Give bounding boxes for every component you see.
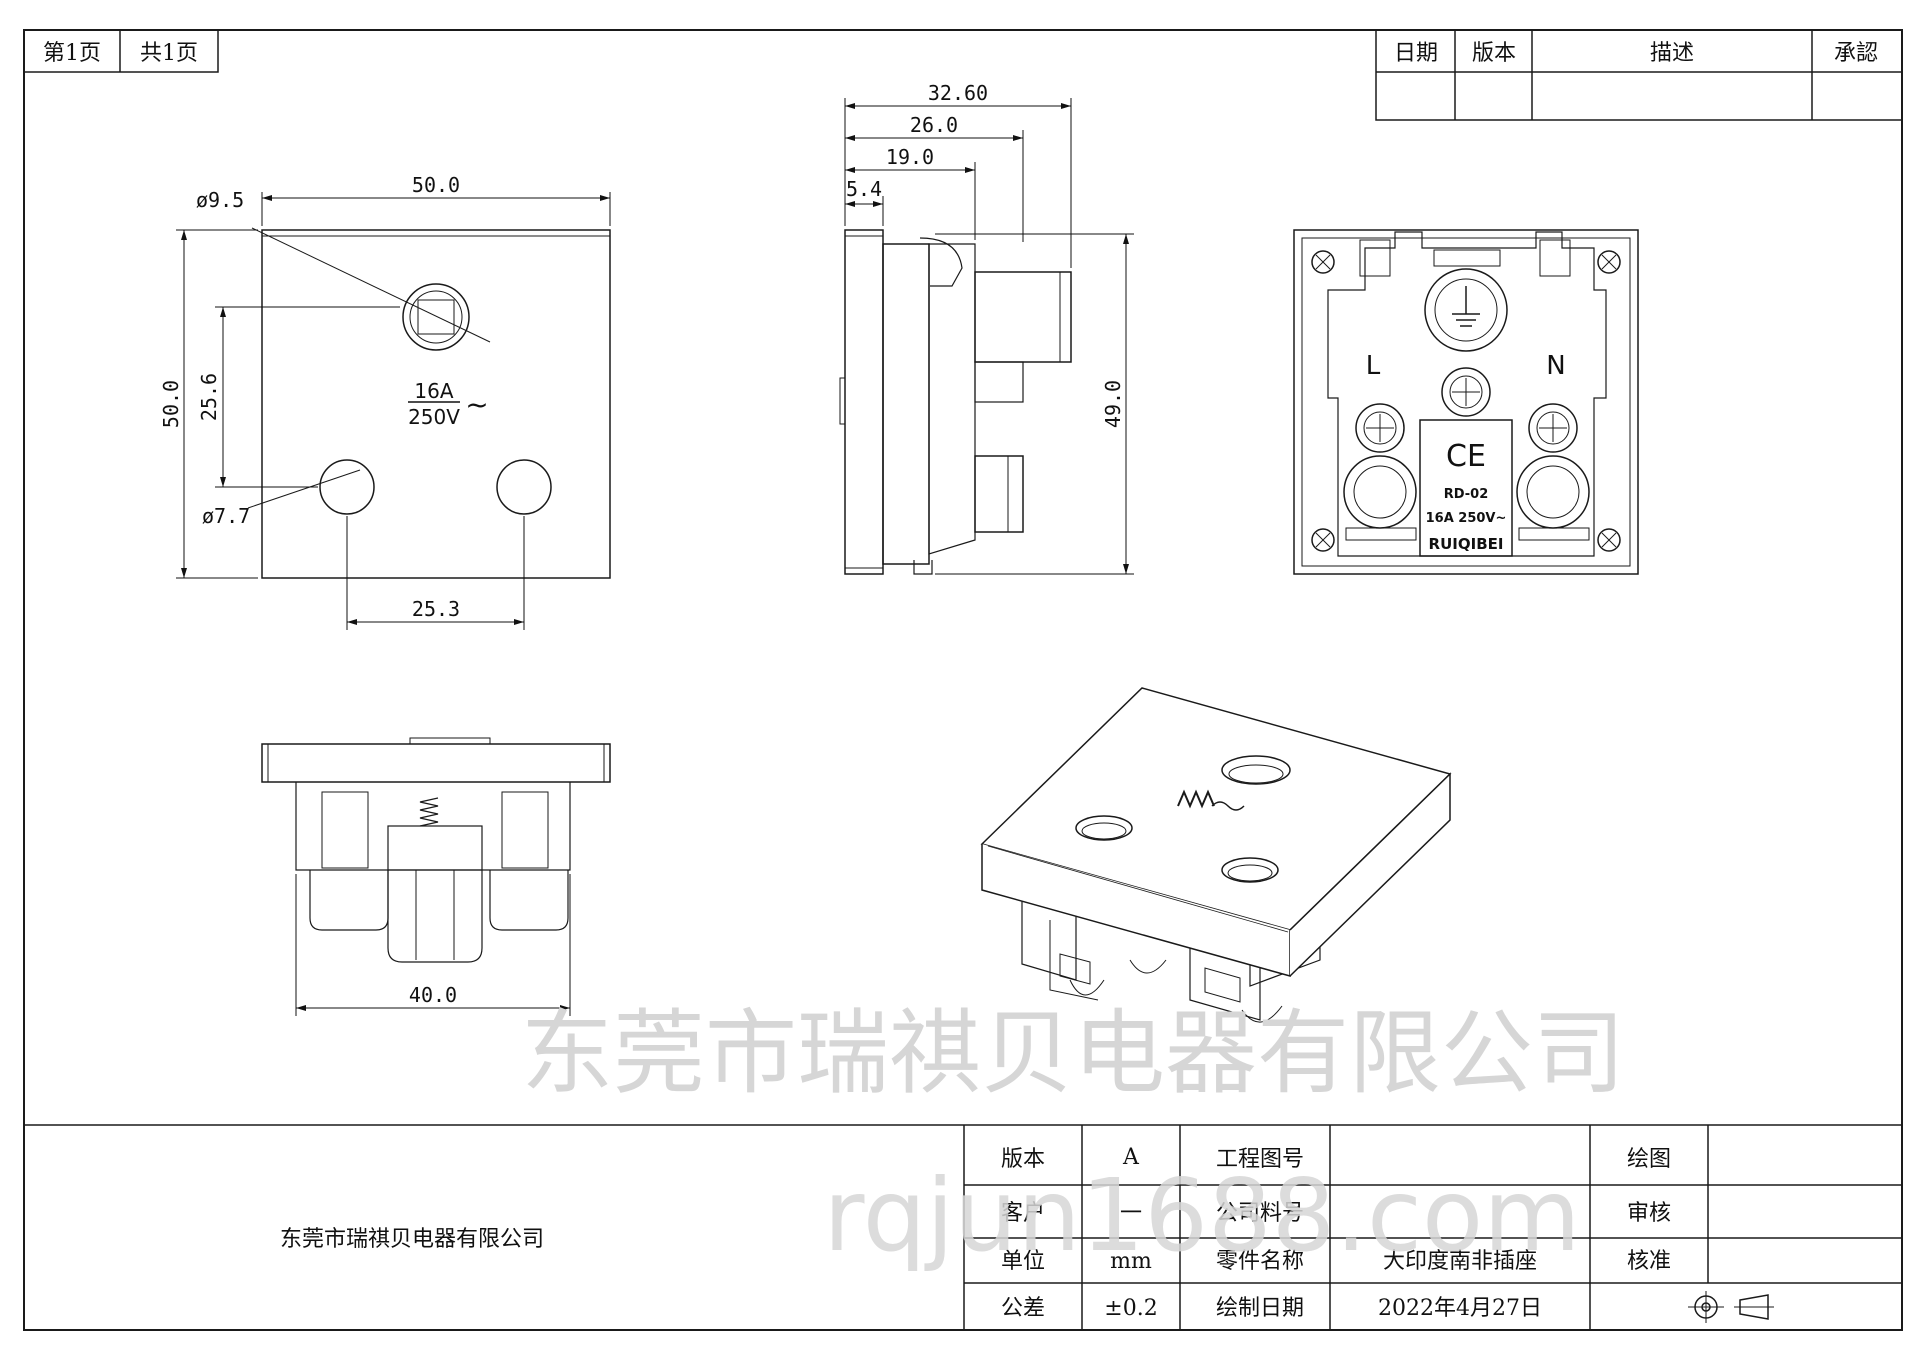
- rating-voltage: 250V: [408, 405, 460, 429]
- page-number-box: 第1页 共1页: [23, 29, 219, 73]
- pin-hole-left: [319, 459, 375, 515]
- front-plate-outline: [261, 229, 611, 579]
- tb-r4-v1: ±0.2: [1104, 1296, 1157, 1321]
- front-rating-marking: 16A 250V ~: [408, 379, 489, 429]
- dim-earth-offset: [215, 306, 400, 488]
- corner-screw-br: [1597, 528, 1621, 552]
- dim-side-depth-body-value: 26.0: [910, 113, 958, 137]
- back-model: RD-02: [1444, 487, 1489, 502]
- earth-diameter-leader: [251, 227, 491, 343]
- dim-bottom-width: [295, 874, 571, 1016]
- rev-header-version: 版本: [1472, 41, 1516, 66]
- neutral-screw: [1528, 403, 1578, 453]
- watermark-site: rqjun1688.com: [823, 1157, 1580, 1274]
- dim-front-height-value: 50.0: [159, 380, 183, 428]
- rev-header-description: 描述: [1650, 41, 1694, 66]
- bottom-view: [261, 737, 611, 963]
- dim-side-height: [935, 233, 1134, 575]
- dim-bottom-width-value: 40.0: [409, 983, 457, 1007]
- projection-symbol-icon: [1688, 1291, 1774, 1323]
- dim-pin-diameter: ø7.7: [202, 504, 250, 528]
- dim-side-depth-body: [845, 130, 1024, 242]
- tb-r3-k3: 核准: [1627, 1249, 1671, 1274]
- bottom-plate: [261, 743, 611, 783]
- corner-screw-tr: [1597, 250, 1621, 274]
- dim-side-depth-total-value: 32.60: [928, 81, 988, 105]
- dim-front-width: [261, 192, 611, 226]
- pin-hole-right: [496, 459, 552, 515]
- dim-side-plate-thickness-value: 5.4: [846, 177, 882, 201]
- side-plate: [844, 229, 884, 575]
- back-brand: RUIQIBEI: [1429, 535, 1504, 553]
- side-body: [882, 243, 930, 565]
- corner-screw-bl: [1311, 528, 1335, 552]
- tb-r1-k2: 工程图号: [1216, 1147, 1304, 1172]
- spring: [419, 797, 439, 827]
- side-view: [839, 229, 1072, 575]
- back-plate-outline: [1293, 229, 1639, 575]
- corner-screw-tl: [1311, 250, 1335, 274]
- back-label-plate: [1419, 419, 1513, 557]
- page-no: 第1页: [43, 41, 101, 66]
- dim-front-height: [176, 229, 258, 579]
- tb-r1-k1: 版本: [1001, 1147, 1045, 1172]
- revision-table: 日期 版本 描述 承認: [1375, 29, 1903, 121]
- back-view: [1293, 229, 1639, 575]
- isometric-view: [980, 687, 1452, 1023]
- tb-r2-k2: 公司料号: [1216, 1201, 1304, 1226]
- page-total: 共1页: [140, 41, 198, 66]
- dim-side-plate-thickness: [845, 196, 884, 226]
- pin-diameter-leader: [247, 469, 361, 509]
- tb-r2-v1: 一: [1120, 1201, 1142, 1226]
- tb-r1-v1: A: [1122, 1145, 1140, 1170]
- title-block: [24, 1124, 1902, 1330]
- dim-pin-spacing: [346, 516, 525, 630]
- tb-r3-k2: 零件名称: [1216, 1249, 1304, 1274]
- live-screw: [1355, 403, 1405, 453]
- rev-header-date: 日期: [1394, 41, 1438, 66]
- dim-side-height-value: 49.0: [1101, 380, 1125, 428]
- tb-r3-v1: mm: [1110, 1249, 1152, 1274]
- rating-current: 16A: [414, 379, 453, 403]
- back-ce-mark: CE: [1446, 439, 1486, 474]
- tb-r4-k2: 绘制日期: [1216, 1296, 1304, 1321]
- rev-header-approval: 承認: [1834, 41, 1878, 66]
- back-rating: 16A 250V~: [1426, 511, 1507, 526]
- live-pin-side: [974, 455, 1024, 533]
- tb-r4-k1: 公差: [1001, 1296, 1045, 1321]
- tb-r2-k1: 客户: [1001, 1201, 1045, 1226]
- sheet-border: [23, 29, 1903, 1331]
- earth-terminal: [1424, 268, 1508, 352]
- title-block-company: 东莞市瑞祺贝电器有限公司: [280, 1227, 544, 1252]
- dim-side-depth-pins: [845, 162, 976, 240]
- dim-front-width-value: 50.0: [412, 173, 460, 197]
- earth-hole: [402, 283, 470, 351]
- dim-earth-offset-value: 25.6: [197, 373, 221, 421]
- tb-r4-v2: 2022年4月27日: [1378, 1296, 1542, 1321]
- tb-r1-k3: 绘图: [1627, 1147, 1671, 1172]
- watermark-company: 东莞市瑞祺贝电器有限公司: [521, 1000, 1625, 1107]
- dim-side-depth-pins-value: 19.0: [886, 145, 934, 169]
- tb-r3-v2: 大印度南非插座: [1383, 1249, 1537, 1274]
- tb-r3-k1: 单位: [1001, 1249, 1045, 1274]
- earth-pin-side: [974, 271, 1072, 363]
- dim-pin-spacing-value: 25.3: [412, 597, 460, 621]
- dim-earth-diameter: ø9.5: [196, 188, 244, 212]
- tb-r2-k3: 审核: [1627, 1201, 1671, 1226]
- back-live-label: L: [1366, 351, 1381, 381]
- back-neutral-label: N: [1546, 351, 1565, 381]
- ac-symbol: ~: [465, 388, 488, 421]
- front-view: [247, 227, 611, 579]
